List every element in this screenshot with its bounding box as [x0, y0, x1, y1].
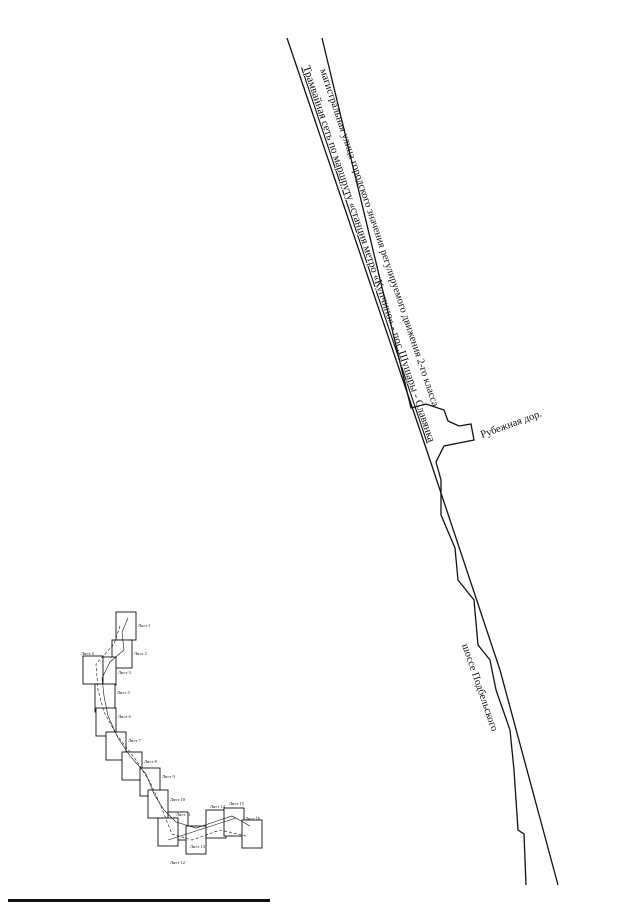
- sheet-8-label: Лист 8: [144, 759, 158, 764]
- sheet-15-label: Лист 15: [229, 801, 245, 806]
- rubezhnaya-road-label: Рубежная дор.: [479, 408, 543, 440]
- sheet-13-label: Лист 13: [190, 844, 206, 849]
- road-left-edge: [286, 37, 559, 886]
- key-map-route-link: [167, 817, 237, 841]
- bottom-rule: [8, 899, 270, 902]
- sheet-12-label: Лист 12: [170, 860, 185, 865]
- sheet-8[interactable]: [121, 751, 143, 781]
- sheet-10[interactable]: [147, 789, 169, 819]
- podbelskogo-highway-label: шоссе Подбельского: [459, 642, 499, 732]
- key-map: Лист 1 Лист 2 Лист 3 Лист 4 Лист 5 Лист …: [81, 611, 263, 865]
- sheet-16-label: Лист 16: [245, 816, 261, 821]
- sheet-4-label: Лист 4: [81, 651, 95, 656]
- sheet-13[interactable]: [185, 825, 207, 855]
- sheet-1[interactable]: [115, 611, 137, 641]
- road-right-edge: [321, 37, 527, 886]
- sheet-12[interactable]: [157, 817, 179, 847]
- sheet-15[interactable]: [223, 807, 245, 837]
- sheet-16[interactable]: [241, 819, 263, 849]
- sheet-7-label: Лист 7: [128, 738, 142, 743]
- tram-route-label: Трамвайная сеть по маршруту «станция мет…: [300, 64, 437, 444]
- sheet-11-label: Лист 11: [176, 812, 191, 817]
- sheet-4[interactable]: [82, 655, 104, 685]
- sheet-1-label: Лист 1: [138, 623, 151, 628]
- sheet-10-label: Лист 10: [170, 797, 186, 802]
- sheet-3-label: Лист 3: [118, 670, 132, 675]
- sheet-5-label: Лист 5: [117, 690, 131, 695]
- key-map-route-secondary: [95, 625, 247, 841]
- sheet-2-label: Лист 2: [134, 651, 147, 656]
- sheet-9-label: Лист 9: [162, 774, 176, 779]
- sheet-14-label: Лист 14: [210, 804, 226, 809]
- sheet-14[interactable]: [205, 809, 227, 839]
- sheet-7[interactable]: [105, 731, 127, 761]
- key-map-route-main: [101, 617, 251, 829]
- sheet-2[interactable]: [111, 639, 133, 669]
- main-street-label: магистральная улица городского значения …: [317, 67, 440, 408]
- sheet-6-label: Лист 6: [118, 714, 132, 719]
